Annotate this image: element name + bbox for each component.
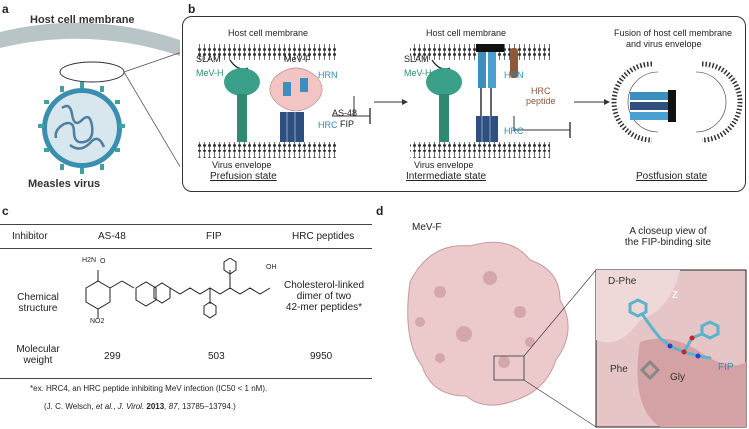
int-hrc: HRC: [504, 126, 524, 136]
int-state: Intermediate state: [406, 171, 487, 182]
fip-label: FIP: [718, 362, 734, 373]
weight-as48: 299: [104, 351, 121, 362]
table-header-rule: [0, 248, 372, 249]
panel-d-graphic: [407, 241, 747, 428]
panel-d-letter: d: [376, 204, 384, 218]
pre-as48: AS-48: [332, 108, 358, 118]
as48-o: O: [100, 258, 106, 265]
host-membrane-label: Host cell membrane: [30, 14, 135, 26]
measles-virus-label: Measles virus: [28, 178, 101, 190]
fip-oh: OH: [266, 264, 277, 271]
as48-structure: [85, 270, 157, 318]
panel-c-letter: c: [2, 204, 9, 218]
as48-nh2: H2N: [82, 257, 97, 264]
pre-mev-f: MeV-F: [284, 54, 311, 64]
z-label: Z: [672, 290, 679, 301]
pre-top-membrane: Host cell membrane: [228, 28, 309, 38]
footnote: *ex. HRC4, an HRC peptide inhibiting MeV…: [30, 384, 268, 393]
pre-hrn: HRN: [318, 70, 338, 80]
pre-state: Prefusion state: [210, 171, 277, 182]
post-state: Postfusion state: [636, 171, 708, 182]
hdr-hrc: HRC peptides: [292, 231, 355, 242]
pre-mev-h: MeV-H: [196, 68, 224, 78]
int-hrn: HRN: [504, 70, 524, 80]
hdr-as48: AS-48: [98, 231, 126, 242]
post-title-b: and virus envelope: [626, 39, 702, 49]
hrc-structure-text: Cholesterol-linked dimer of two 42-mer p…: [283, 280, 365, 313]
int-mev-h: MeV-H: [404, 68, 432, 78]
pre-hrc: HRC: [318, 120, 338, 130]
panel-a-graphic: [0, 22, 180, 174]
pre-slam: SLAM: [196, 54, 221, 64]
panel-a-letter: a: [2, 2, 9, 16]
table-top-rule: [0, 224, 372, 225]
gly-label: Gly: [670, 372, 685, 383]
dphe-label: D-Phe: [608, 276, 637, 287]
int-bottom-membrane: Virus envelope: [414, 160, 474, 170]
int-hrc-peptide-a: HRC: [531, 86, 551, 96]
int-hrc-peptide-b: peptide: [526, 96, 556, 106]
weight-hrc: 9950: [310, 351, 333, 362]
mevf-label: MeV-F: [412, 222, 442, 233]
pre-fip: FIP: [340, 119, 355, 129]
hdr-fip: FIP: [206, 231, 222, 242]
panel-b-frame: [182, 16, 746, 192]
int-slam: SLAM: [404, 54, 429, 64]
table-bottom-rule: [0, 378, 372, 379]
reference: (J. C. Welsch, et al., J. Virol. 2013, 8…: [44, 402, 236, 411]
fip-structure: [153, 258, 271, 319]
pre-bottom-membrane: Virus envelope: [212, 160, 272, 170]
hdr-inhibitor: Inhibitor: [12, 231, 48, 242]
panel-b-graphic: [198, 44, 743, 158]
closeup-title: A closeup view of the FIP-binding site: [624, 226, 712, 248]
weight-fip: 503: [208, 351, 225, 362]
post-title-a: Fusion of host cell membrane: [614, 28, 733, 38]
panel-b-letter: b: [188, 2, 196, 16]
as48-no2: NO2: [90, 318, 105, 325]
int-top-membrane: Host cell membrane: [426, 28, 507, 38]
phe-label: Phe: [610, 364, 628, 375]
